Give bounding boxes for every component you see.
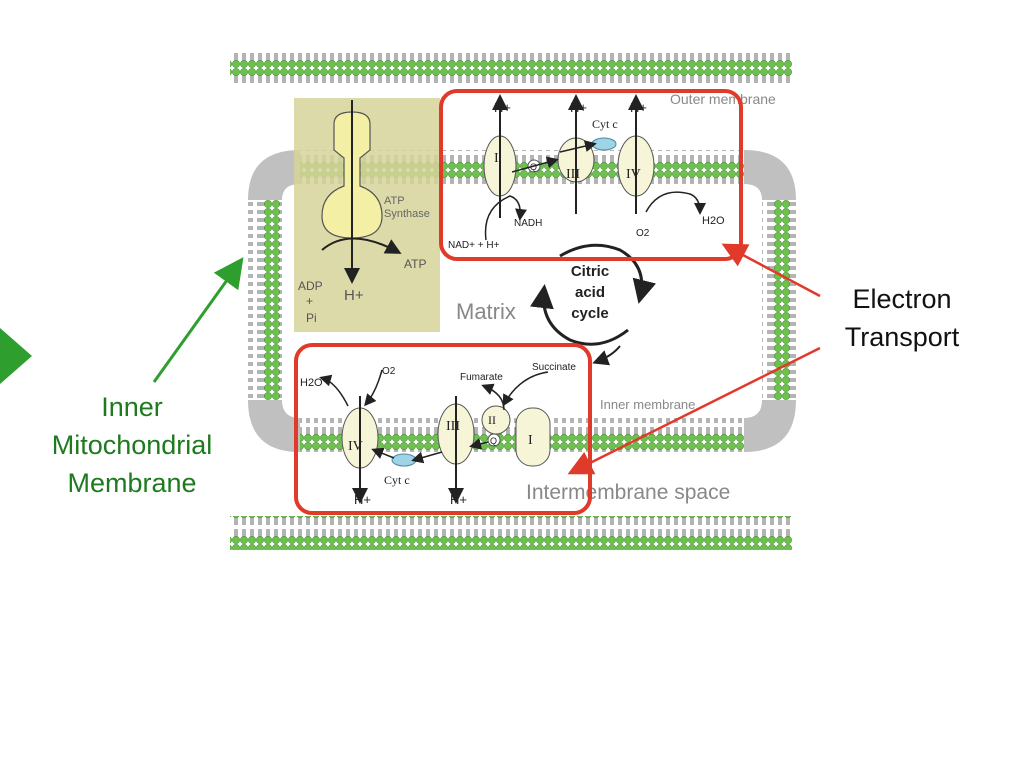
inner-membrane-label: Inner membrane [600, 397, 695, 412]
atp-synthase-label: ATP [384, 195, 405, 207]
h-plus-label: H+ [630, 100, 647, 115]
h2o-label: H2O [300, 377, 323, 389]
annotation-line: Membrane [67, 468, 197, 498]
pi-label: Pi [306, 311, 317, 325]
inner-membrane-corner [744, 400, 796, 452]
succinate-label: Succinate [532, 362, 576, 373]
cycle-label: acid [575, 284, 605, 301]
complex-label: IV [348, 439, 363, 454]
cycle-label: cycle [571, 305, 609, 322]
electron-transport-annotation: Electron Transport [812, 280, 992, 356]
atp-synthase-label: Synthase [384, 208, 430, 220]
nadh-label: NADH [514, 218, 542, 229]
outer-membrane-top [230, 50, 792, 84]
complex-label: I [528, 433, 533, 448]
h-plus-label: H+ [494, 100, 511, 115]
annotation-line: Inner [101, 392, 163, 422]
h2o-label: H2O [702, 215, 725, 227]
inner-membrane-corner [248, 400, 300, 452]
intermembrane-label: Intermembrane space [526, 481, 730, 504]
h-plus-label: H+ [450, 492, 467, 507]
complex-label: III [566, 167, 580, 182]
electron-transport-arrow [721, 243, 821, 298]
inner-membrane-arrow [152, 257, 244, 383]
nad-label: NAD+ + H+ [448, 240, 500, 251]
cycle-label: Citric [571, 263, 609, 280]
matrix-label: Matrix [456, 299, 516, 324]
complex-ii-bottom [481, 405, 511, 435]
plus-label: + [306, 294, 313, 308]
electron-transport-box-bottom [294, 343, 592, 515]
q-bottom [487, 433, 501, 447]
cyt-c-label: Cyt c [384, 473, 410, 487]
electron-transport-arrow [567, 346, 821, 475]
electron-transport-box-top [439, 89, 743, 261]
q-label: Q [490, 436, 497, 446]
atp-label: ATP [404, 257, 426, 271]
h-plus-label: H+ [344, 287, 364, 304]
inner-membrane-corner [744, 150, 796, 200]
complex-label: III [446, 419, 460, 434]
cyt-c-label: Cyt c [592, 117, 618, 131]
outer-membrane-label: Outer membrane [670, 91, 776, 107]
complex-label: I [494, 151, 499, 166]
outer-membrane-bottom [230, 516, 792, 550]
cyt-c-top [591, 137, 617, 151]
annotation-line: Mitochondrial [51, 430, 213, 460]
inner-membrane-left [248, 200, 282, 400]
o2-label: O2 [636, 228, 650, 239]
slide-nav-arrow-icon[interactable] [0, 328, 32, 384]
cyt-c-bottom [391, 453, 417, 467]
q-label: Q [530, 162, 537, 172]
inner-membrane-right [762, 200, 796, 400]
inner-membrane-corner [248, 150, 300, 200]
complex-label: II [488, 413, 496, 427]
inner-membrane-annotation: Inner Mitochondrial Membrane [22, 388, 242, 502]
complex-i-bottom [515, 407, 551, 467]
adp-label: ADP [298, 279, 323, 293]
o2-label: O2 [382, 366, 396, 377]
complex-label: IV [626, 167, 641, 182]
annotation-line: Transport [844, 322, 960, 352]
fumarate-label: Fumarate [460, 372, 503, 383]
h-plus-label: H+ [354, 492, 371, 507]
h-plus-label: H+ [570, 100, 587, 115]
annotation-line: Electron [852, 284, 952, 314]
